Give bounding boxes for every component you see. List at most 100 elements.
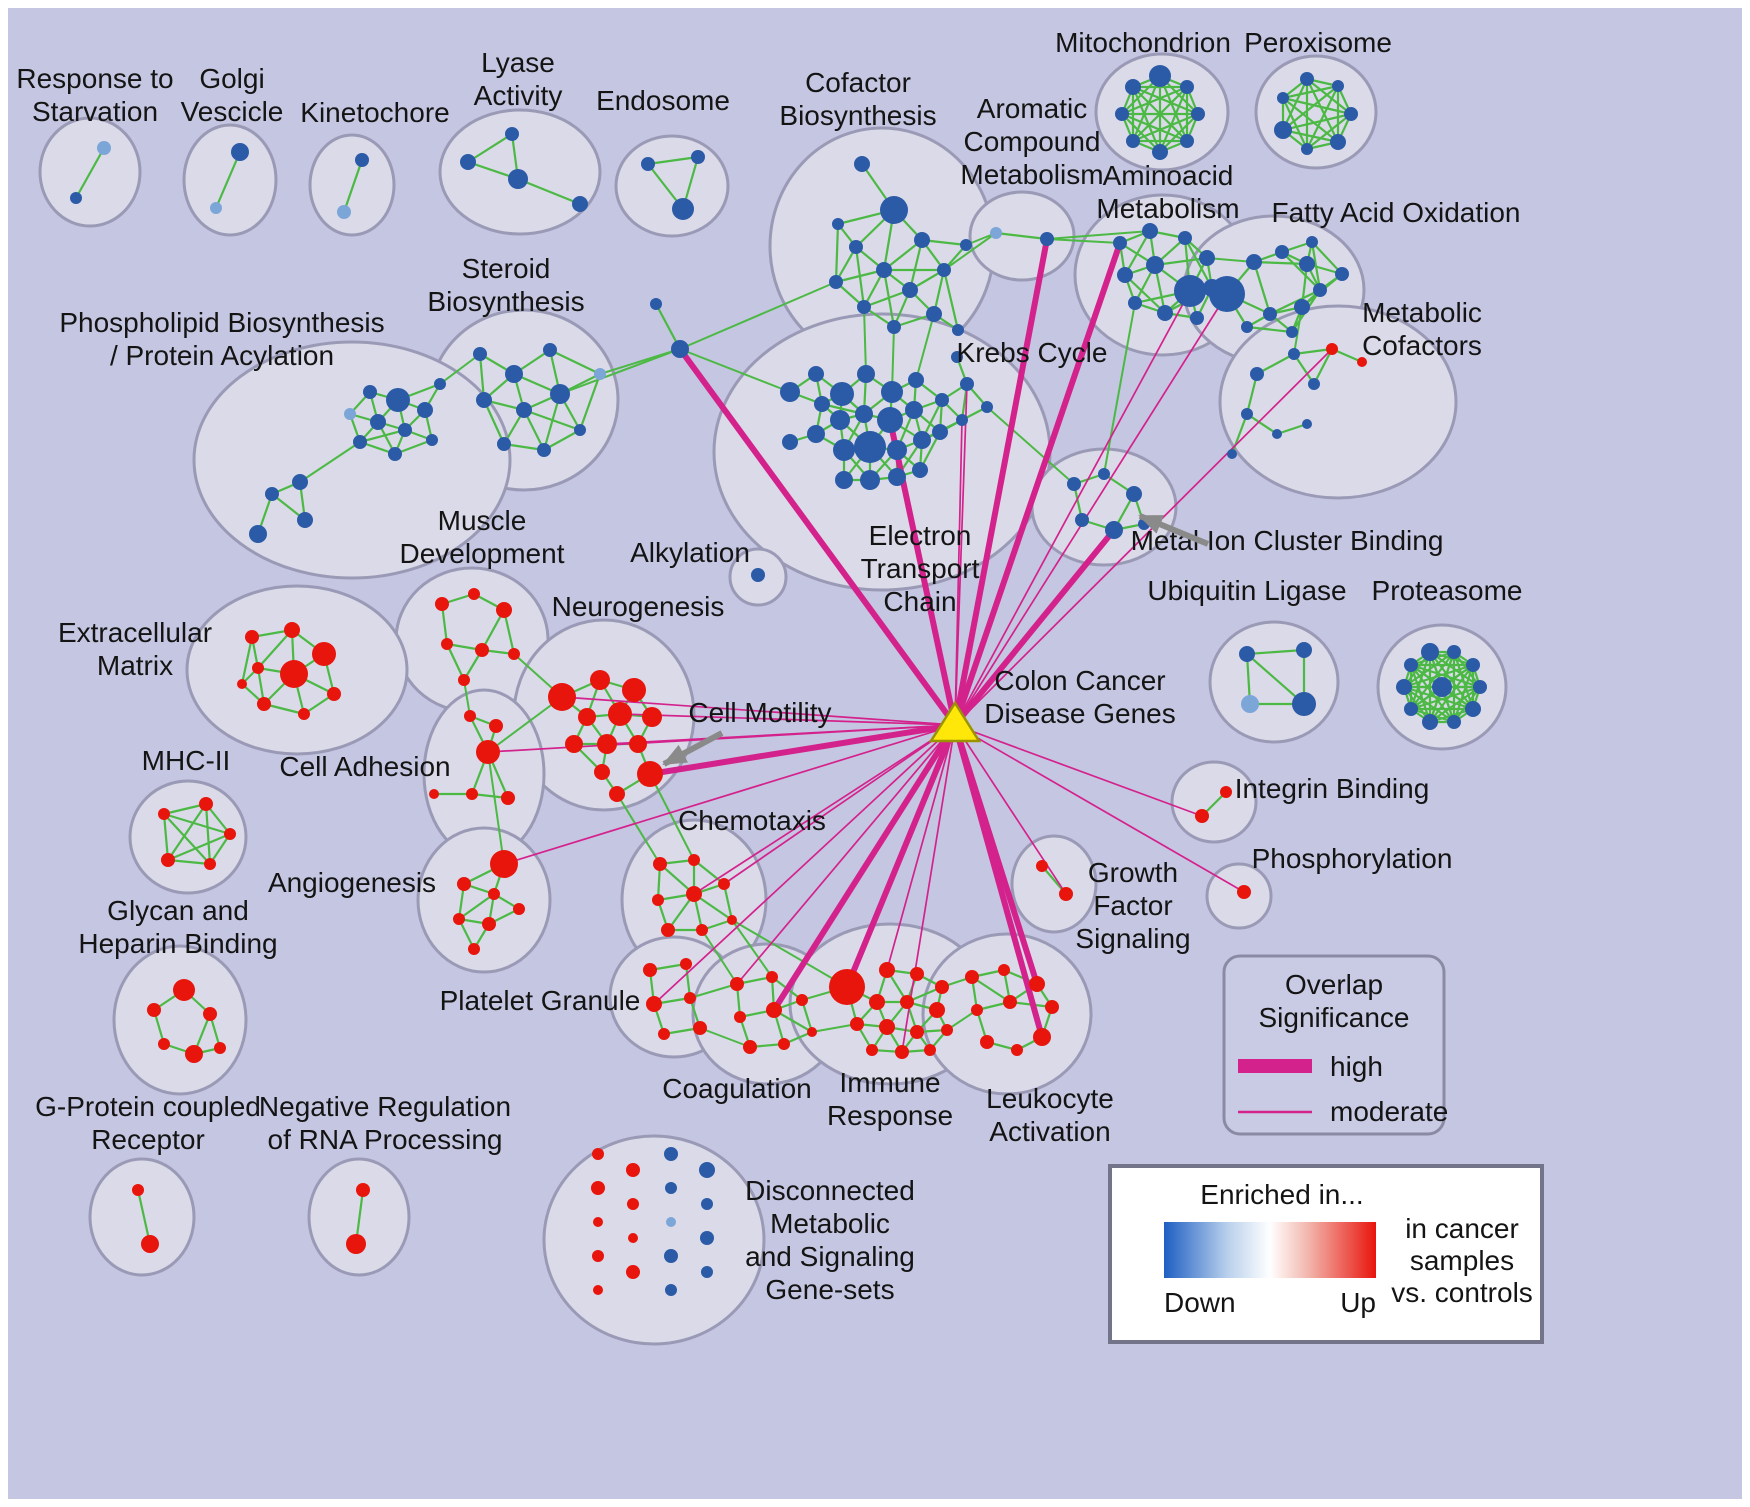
gene-set-node bbox=[699, 1162, 715, 1178]
gene-overlap-edge bbox=[722, 883, 734, 921]
gene-set-node bbox=[355, 153, 369, 167]
cluster-label-muscle-development: Muscle bbox=[438, 505, 527, 536]
gene-set-node bbox=[346, 1234, 366, 1254]
gene-set-node bbox=[814, 396, 830, 412]
gene-set-node bbox=[592, 1250, 604, 1262]
gene-set-node bbox=[417, 402, 433, 418]
gene-overlap-edge bbox=[204, 803, 212, 865]
gene-set-node bbox=[730, 977, 744, 991]
gene-set-node bbox=[622, 678, 646, 702]
gene-set-node bbox=[718, 878, 730, 890]
gene-set-node bbox=[434, 378, 446, 390]
gene-set-node bbox=[490, 850, 518, 878]
gene-overlap-edge bbox=[1256, 353, 1295, 375]
gene-overlap-edge bbox=[1282, 97, 1308, 150]
inter-cluster-edge bbox=[679, 348, 791, 393]
cluster-label-cell-motility: Cell Motility bbox=[688, 697, 831, 728]
gene-overlap-edge bbox=[578, 373, 602, 431]
gene-set-node bbox=[199, 797, 213, 811]
gene-set-node bbox=[237, 679, 247, 689]
inter-cluster-edge bbox=[616, 793, 661, 865]
cluster-ellipse-ubiquitin-ligase bbox=[1208, 620, 1340, 744]
cluster-label-ubiquitin-ligase: Ubiquitin Ligase bbox=[1147, 575, 1346, 606]
gene-set-node bbox=[1432, 677, 1452, 697]
gene-set-node bbox=[572, 196, 588, 212]
gene-set-node bbox=[935, 980, 949, 994]
gene-set-node bbox=[849, 240, 863, 254]
gene-set-node bbox=[1447, 715, 1461, 729]
gene-set-node bbox=[1059, 887, 1073, 901]
gene-overlap-edge bbox=[1121, 85, 1188, 116]
significance-link-moderate bbox=[954, 383, 968, 726]
gene-set-node bbox=[646, 996, 662, 1012]
significance-link-high bbox=[649, 722, 956, 777]
cluster-label-disconnected-gene-sets: and Signaling bbox=[745, 1241, 915, 1272]
cluster-label-g-protein-coupled-receptor: G-Protein coupled bbox=[35, 1091, 261, 1122]
gene-set-node bbox=[1326, 343, 1338, 355]
gene-set-node bbox=[1105, 521, 1123, 539]
gene-set-nodes-layer bbox=[70, 65, 1487, 1296]
gene-set-node bbox=[1180, 80, 1194, 94]
inter-cluster-edge bbox=[731, 919, 773, 978]
gene-overlap-edge bbox=[693, 859, 725, 885]
gene-set-node bbox=[1300, 72, 1314, 86]
gene-set-node bbox=[593, 1285, 603, 1295]
gene-set-node bbox=[829, 969, 865, 1005]
gene-overlap-edge bbox=[75, 147, 105, 199]
gene-set-node bbox=[590, 670, 610, 690]
gene-set-node bbox=[1357, 357, 1367, 367]
gene-set-node bbox=[854, 156, 870, 172]
cluster-label-extracellular-matrix: Matrix bbox=[97, 650, 173, 681]
significance-link-moderate bbox=[606, 724, 956, 745]
gene-overlap-edge bbox=[167, 858, 211, 866]
gene-overlap-edge bbox=[136, 1189, 152, 1245]
gene-set-node bbox=[956, 414, 968, 426]
gene-set-node bbox=[888, 468, 906, 486]
cluster-label-growth-factor-signaling: Growth bbox=[1088, 857, 1178, 888]
gene-overlap-edge bbox=[1306, 78, 1352, 115]
gene-set-node bbox=[548, 683, 576, 711]
gene-set-node bbox=[97, 141, 111, 155]
gene-set-node bbox=[516, 402, 532, 418]
gene-set-node bbox=[671, 340, 689, 358]
significance-links-layer bbox=[487, 238, 1333, 1053]
cluster-ellipse-mhc-ii bbox=[128, 779, 248, 895]
gene-overlap-edge bbox=[359, 428, 406, 444]
gene-set-node bbox=[1126, 134, 1140, 148]
gene-set-node bbox=[1040, 232, 1054, 246]
gene-set-node bbox=[1313, 283, 1327, 297]
significance-link-moderate bbox=[954, 290, 1191, 726]
legend-enrichment: Enriched in... Down Up in cancer samples… bbox=[1108, 1164, 1544, 1344]
gene-set-node bbox=[643, 963, 657, 977]
inter-cluster-edge bbox=[863, 306, 867, 375]
gene-set-node bbox=[1404, 702, 1418, 716]
gene-set-node bbox=[1067, 477, 1081, 491]
gene-set-node bbox=[672, 198, 694, 220]
gene-overlap-edge bbox=[1253, 260, 1308, 266]
gene-set-node bbox=[594, 368, 606, 380]
gene-set-node bbox=[1011, 1044, 1023, 1056]
gene-set-node bbox=[895, 1045, 909, 1059]
gene-set-node bbox=[691, 150, 705, 164]
gene-set-node bbox=[1190, 311, 1204, 325]
gene-set-node bbox=[653, 857, 667, 871]
gene-set-node bbox=[1302, 419, 1312, 429]
gene-set-node bbox=[344, 408, 356, 420]
cluster-label-mhc-ii: MHC-II bbox=[142, 745, 231, 776]
gene-overlap-edge bbox=[167, 832, 231, 862]
gene-overlap-edge bbox=[908, 239, 924, 291]
cluster-label-metal-ion-cluster-binding: Metal Ion Cluster Binding bbox=[1131, 525, 1444, 556]
gene-overlap-edge bbox=[647, 155, 699, 166]
significance-link-moderate bbox=[954, 724, 1203, 817]
gene-set-node bbox=[1330, 134, 1346, 150]
gene-set-node bbox=[832, 218, 844, 230]
gene-overlap-edge bbox=[1282, 96, 1352, 116]
gene-overlap-edge bbox=[995, 231, 1048, 241]
gene-set-node bbox=[1239, 646, 1255, 662]
cluster-label-metabolic-cofactors: Metabolic bbox=[1362, 297, 1482, 328]
gene-set-node bbox=[1142, 223, 1158, 239]
cluster-label-glycan-heparin-binding: Heparin Binding bbox=[78, 928, 277, 959]
gene-overlap-edge bbox=[1293, 347, 1333, 356]
gene-set-node bbox=[913, 431, 931, 449]
cluster-label-phospholipid-biosynthesis: Phospholipid Biosynthesis bbox=[59, 307, 384, 338]
